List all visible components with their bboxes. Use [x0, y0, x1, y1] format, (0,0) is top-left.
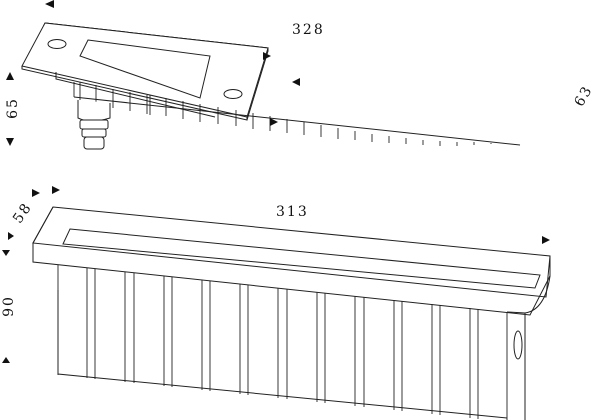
dim-housing-length: 313 — [276, 204, 309, 220]
housing-drawing — [32, 206, 551, 420]
dim-fixture-length: 328 — [292, 22, 325, 38]
dimension-arrows — [2, 0, 550, 363]
dim-fixture-height: 65 — [4, 97, 21, 119]
dim-housing-height: 90 — [0, 295, 17, 317]
fixture-drawing — [21, 22, 521, 150]
